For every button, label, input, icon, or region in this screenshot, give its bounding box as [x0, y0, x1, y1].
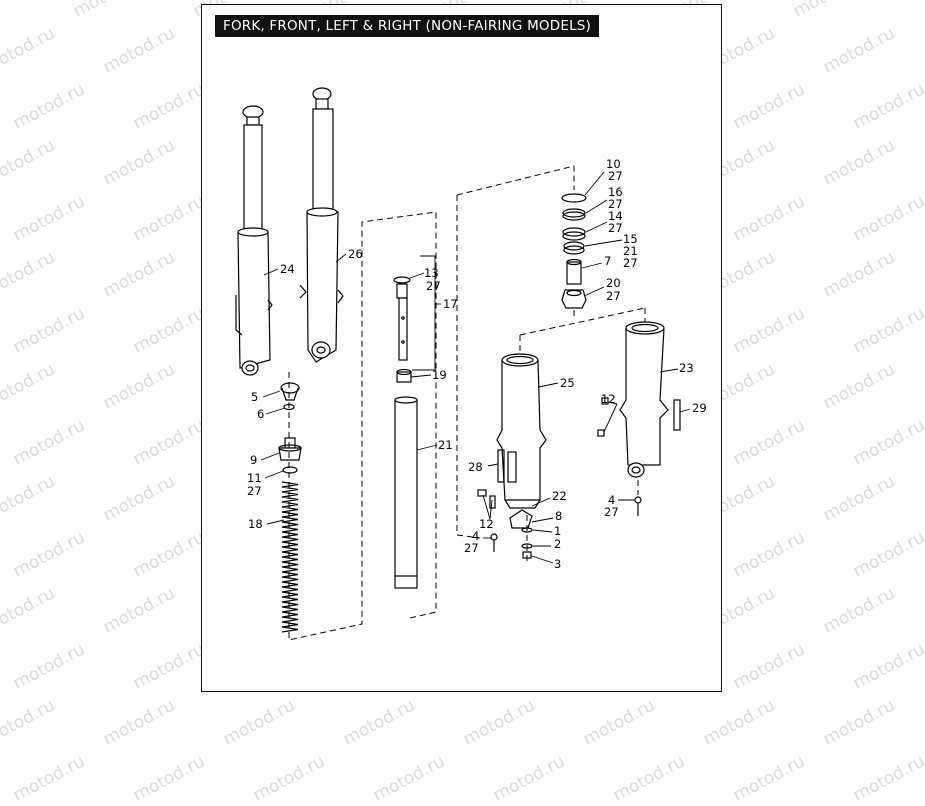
callout-label: 22	[552, 489, 567, 503]
watermark-text: motod.ru	[820, 695, 899, 750]
callout-label: 29	[692, 401, 707, 415]
callout-label: 25	[560, 376, 575, 390]
callout-label: 19	[432, 368, 447, 382]
callout-label: 27	[623, 256, 638, 270]
part-19-valve	[396, 368, 412, 383]
watermark-text: motod.ru	[700, 695, 779, 750]
part-12-bolts-left	[477, 489, 496, 509]
callout-label: 7	[604, 254, 611, 268]
callout-label: 12	[479, 517, 494, 531]
part-11-washer	[282, 466, 298, 474]
callout-label: 6	[257, 407, 264, 421]
callout-label: 9	[250, 453, 257, 467]
leader-lines	[260, 171, 691, 564]
assembly-lines	[288, 165, 646, 641]
callout-label: 27	[608, 197, 623, 211]
part-22-axle-cap	[509, 509, 533, 529]
part-25-slider	[496, 353, 547, 509]
part-13-ring	[393, 276, 411, 284]
callout-label: 23	[679, 361, 694, 375]
callout-label: 12	[601, 392, 616, 406]
fork-assembly-24	[235, 105, 273, 376]
part-10-retaining-ring	[561, 193, 587, 203]
callout-label: 10	[606, 157, 621, 171]
watermark-text: motod.ru	[10, 751, 89, 806]
callout-label: 4	[472, 529, 479, 543]
part-23-slider	[619, 321, 669, 478]
callout-label: 27	[604, 505, 619, 519]
watermark-text: motod.ru	[220, 695, 299, 750]
callout-label: 13	[424, 266, 439, 280]
part-20-nut	[561, 289, 587, 309]
callout-label: 18	[248, 517, 263, 531]
part-7-bushing	[566, 258, 582, 285]
callout-label: 4	[608, 493, 615, 507]
callout-label: 5	[251, 390, 258, 404]
part-4-screw-left	[490, 533, 498, 552]
callout-label: 3	[554, 557, 561, 571]
part-5-cap	[280, 382, 300, 401]
callout-label: 11	[247, 471, 262, 485]
callout-labels: 24 26 5 6 9 11 27 18 13 27 17 19 21 10 2…	[247, 157, 707, 571]
diagram-title: FORK, FRONT, LEFT & RIGHT (NON-FAIRING M…	[215, 15, 600, 37]
callout-label: 27	[247, 484, 262, 498]
part-14-seal	[562, 227, 586, 241]
callout-label: 2	[554, 537, 561, 551]
watermark-text: motod.ru	[0, 695, 59, 750]
watermark-text: motod.ru	[460, 695, 539, 750]
watermark-text: motod.ru	[610, 751, 689, 806]
callout-label: 20	[606, 276, 621, 290]
callout-label: 17	[443, 297, 458, 311]
watermark-text: motod.ru	[850, 751, 925, 806]
part-21-fork-tube	[394, 396, 418, 589]
part-15-bushing	[563, 241, 585, 255]
callout-label: 1	[554, 524, 561, 538]
part-12-bolts-right	[597, 397, 609, 437]
watermark-text: motod.ru	[580, 695, 659, 750]
callout-label: 21	[623, 244, 638, 258]
callout-label: 14	[608, 209, 623, 223]
watermark-text: motod.ru	[490, 751, 569, 806]
callout-label: 8	[555, 509, 562, 523]
callout-label: 27	[464, 541, 479, 555]
callout-label: 27	[608, 169, 623, 183]
callout-label: 27	[608, 221, 623, 235]
watermark-text: motod.ru	[730, 751, 809, 806]
watermark-text: motod.ru	[340, 695, 419, 750]
callout-label: 28	[468, 460, 483, 474]
watermark-text: motod.ru	[250, 751, 329, 806]
part-18-spring	[281, 481, 299, 633]
part-9-spacer	[278, 437, 302, 461]
callout-label: 24	[280, 262, 295, 276]
fork-assembly-26	[299, 87, 344, 363]
callout-label: 21	[438, 438, 453, 452]
watermark-text: motod.ru	[370, 751, 449, 806]
exploded-fork-diagram: 24 26 5 6 9 11 27 18 13 27 17 19 21 10 2…	[235, 87, 707, 641]
callout-label: 15	[623, 232, 638, 246]
callout-label: 27	[426, 279, 441, 293]
watermark-text: motod.ru	[130, 751, 209, 806]
callout-label: 26	[348, 247, 363, 261]
part-17-damper-rod	[396, 283, 408, 361]
callout-label: 27	[606, 289, 621, 303]
part-29-reflector	[673, 399, 681, 431]
spring-coils	[281, 481, 299, 633]
watermark-text: motod.ru	[100, 695, 179, 750]
part-16-washer	[562, 208, 586, 221]
callout-label: 16	[608, 185, 623, 199]
part-4-screw-right	[634, 496, 642, 516]
part-28-reflector	[497, 449, 505, 483]
